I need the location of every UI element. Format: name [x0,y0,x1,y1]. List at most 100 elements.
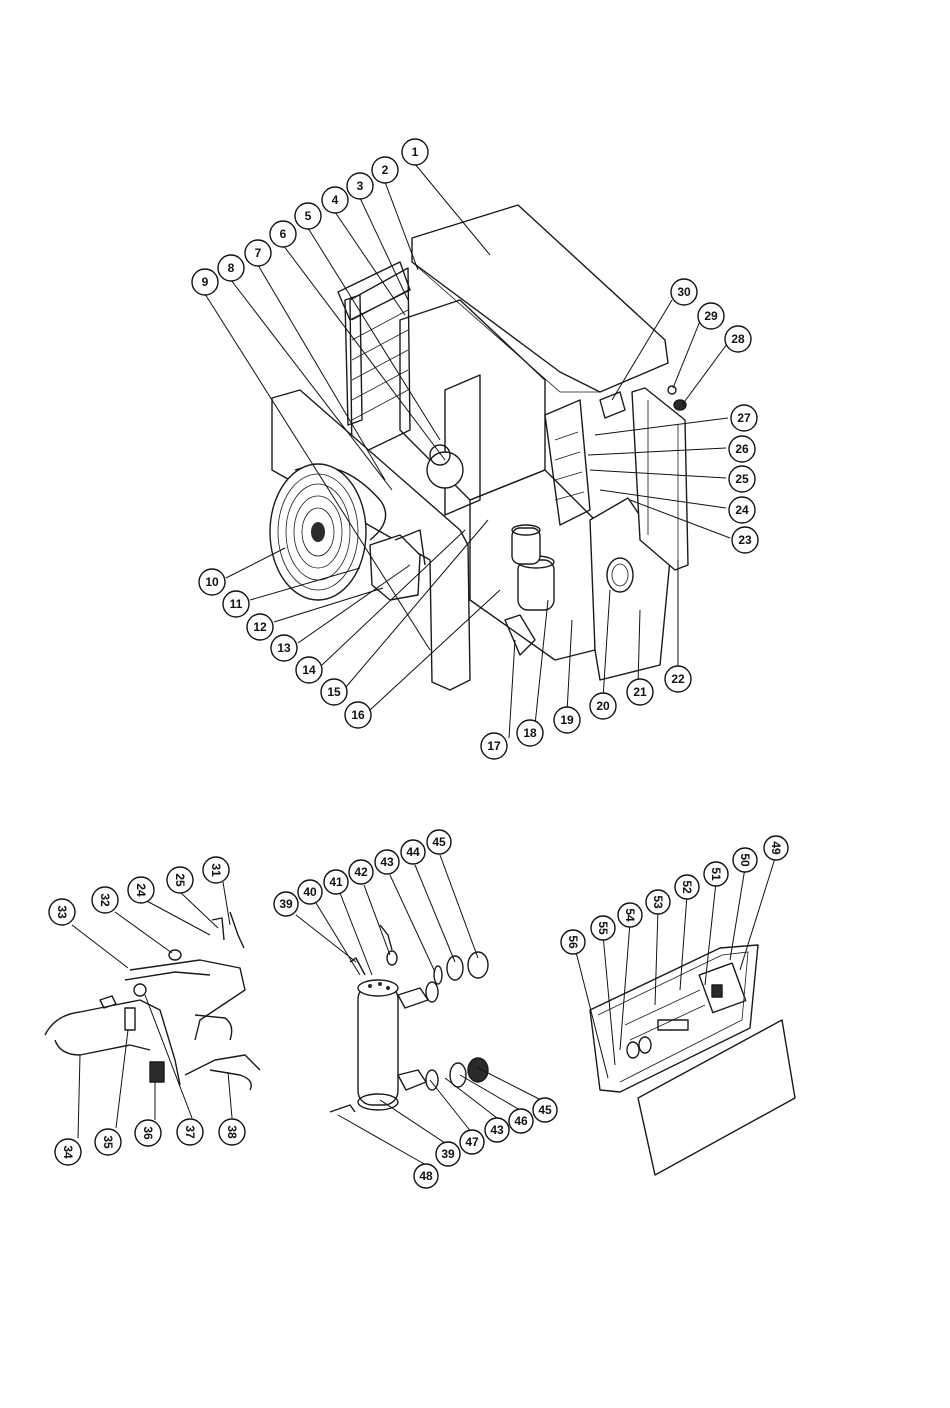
callout-9: 9 [192,269,218,295]
callout-41: 41 [324,870,348,894]
callout-30: 30 [671,279,697,305]
callout-16: 16 [345,702,371,728]
callout-23: 23 [732,527,758,553]
svg-text:34: 34 [61,1145,75,1159]
callout-2: 2 [372,157,398,183]
svg-text:19: 19 [560,713,574,727]
callout-13: 13 [271,635,297,661]
svg-text:46: 46 [514,1114,528,1128]
control-box-assembly [590,945,795,1175]
callout-5: 5 [295,203,321,229]
svg-text:27: 27 [737,411,751,425]
svg-text:9: 9 [202,275,209,289]
callout-18: 18 [517,720,543,746]
callout-53: 53 [646,890,670,914]
callout-47: 47 [460,1130,484,1154]
callout-37: 37 [177,1119,203,1145]
svg-text:36: 36 [141,1126,155,1140]
evaporator-coil [350,268,410,458]
callout-34: 34 [55,1139,81,1165]
callout-11: 11 [223,591,249,617]
callout-14: 14 [296,657,322,683]
svg-text:6: 6 [280,227,287,241]
svg-text:41: 41 [329,875,343,889]
callout-29: 29 [698,303,724,329]
svg-text:4: 4 [332,193,339,207]
callout-7: 7 [245,240,271,266]
callout-49: 49 [764,836,788,860]
callout-45: 45 [427,830,451,854]
svg-text:47: 47 [465,1135,479,1149]
callout-15: 15 [321,679,347,705]
callout-50: 50 [733,848,757,872]
callout-31: 31 [203,857,229,883]
svg-text:45: 45 [432,835,446,849]
svg-text:37: 37 [183,1125,197,1139]
callout-27: 27 [731,405,757,431]
callout-3: 3 [347,173,373,199]
callout-22: 22 [665,666,691,692]
svg-text:49: 49 [769,841,783,855]
callout-1: 1 [402,139,428,165]
callout-38: 38 [219,1119,245,1145]
svg-text:30: 30 [677,285,691,299]
callout-25: 25 [729,466,755,492]
svg-text:11: 11 [230,597,243,611]
callout-28: 28 [725,326,751,352]
callout-32: 32 [92,887,118,913]
svg-text:44: 44 [406,845,420,859]
callout-17: 17 [481,733,507,759]
callout-21: 21 [627,679,653,705]
svg-text:12: 12 [253,620,267,634]
svg-text:42: 42 [354,865,368,879]
svg-text:52: 52 [680,880,694,894]
svg-text:5: 5 [305,209,312,223]
callout-33: 33 [49,899,75,925]
svg-text:28: 28 [731,332,745,346]
callout-55: 55 [591,916,615,940]
callout-52: 52 [675,875,699,899]
svg-text:38: 38 [225,1125,239,1139]
callout-46: 46 [509,1109,533,1133]
svg-text:18: 18 [523,726,537,740]
svg-text:43: 43 [380,855,394,869]
callout-44: 44 [401,840,425,864]
callout-42: 42 [349,860,373,884]
svg-text:17: 17 [487,739,501,753]
fan-guard [270,464,366,600]
callout-26: 26 [729,436,755,462]
svg-text:24: 24 [735,503,749,517]
svg-text:43: 43 [490,1123,504,1137]
callout-40: 40 [298,880,322,904]
callout-43: 43 [375,850,399,874]
svg-text:29: 29 [704,309,718,323]
svg-text:55: 55 [596,921,610,935]
svg-text:26: 26 [735,442,749,456]
svg-text:3: 3 [357,179,364,193]
callout-20: 20 [590,693,616,719]
svg-text:39: 39 [279,897,293,911]
callout-56: 56 [561,930,585,954]
callout-43-lower: 43 [485,1118,509,1142]
svg-text:31: 31 [209,863,223,877]
svg-text:14: 14 [302,663,316,677]
svg-text:51: 51 [709,867,723,881]
svg-text:2: 2 [382,163,389,177]
svg-text:40: 40 [303,885,317,899]
callout-36: 36 [135,1120,161,1146]
callout-12: 12 [247,614,273,640]
svg-text:25: 25 [735,472,749,486]
callout-39: 39 [274,892,298,916]
callout-54: 54 [618,903,642,927]
callout-19: 19 [554,707,580,733]
svg-text:7: 7 [255,246,262,260]
svg-text:48: 48 [419,1169,433,1183]
svg-text:24: 24 [134,883,148,897]
svg-text:15: 15 [327,685,341,699]
callout-25-piping: 25 [167,867,193,893]
callout-4: 4 [322,187,348,213]
callout-24-piping: 24 [128,877,154,903]
svg-text:21: 21 [633,685,647,699]
callout-6: 6 [270,221,296,247]
